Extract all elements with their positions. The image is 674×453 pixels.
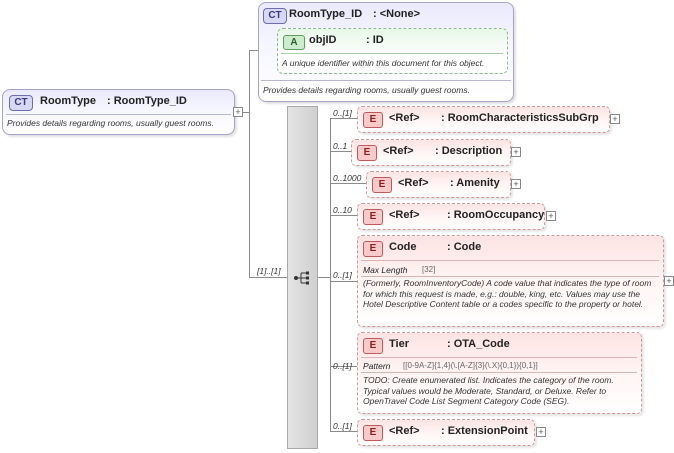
- element-ref: <Ref>: [389, 112, 420, 124]
- complex-type-name: RoomType_ID: [289, 8, 363, 20]
- connector-to-complex-type: [249, 50, 258, 51]
- expand-icon[interactable]: +: [511, 147, 521, 157]
- element-name: Code: [389, 241, 417, 253]
- element-name: Tier: [389, 338, 409, 350]
- connector-to-sequence: [249, 277, 287, 278]
- element-box[interactable]: E <Ref> : Amenity: [366, 171, 511, 198]
- sequence-bar[interactable]: [287, 106, 318, 449]
- element-ref: <Ref>: [389, 425, 420, 437]
- element-icon: E: [363, 209, 383, 225]
- element-box[interactable]: E Code : Code Max Length [32] (Formerly,…: [357, 235, 664, 327]
- root-type-description: Provides details regarding rooms, usuall…: [7, 118, 214, 128]
- element-ref: <Ref>: [398, 177, 429, 189]
- divider: [361, 372, 637, 373]
- attribute-description: A unique identifier within this document…: [282, 58, 485, 68]
- element-cardinality: 0..1: [333, 141, 348, 151]
- attribute-box[interactable]: A objID : ID A unique identifier within …: [277, 28, 508, 74]
- element-type: : RoomCharacteristicsSubGrp: [441, 112, 599, 124]
- element-icon: E: [363, 112, 383, 128]
- element-icon: E: [363, 425, 383, 441]
- connector-element: [330, 366, 357, 367]
- complex-type-icon: CT: [263, 8, 287, 24]
- connector-elements-vertical: [330, 118, 331, 432]
- connector-element: [330, 151, 351, 152]
- expand-icon[interactable]: +: [536, 427, 546, 437]
- element-description: TODO: Create enumerated list. Indicates …: [363, 375, 614, 406]
- connector-element: [330, 183, 366, 184]
- element-box[interactable]: E Tier : OTA_Code Pattern [[0-9A-Z]{1,4}…: [357, 332, 642, 414]
- divider: [261, 80, 511, 81]
- divider: [6, 114, 231, 115]
- element-type: : ExtensionPoint: [441, 425, 528, 437]
- element-box[interactable]: E <Ref> : RoomCharacteristicsSubGrp: [357, 106, 610, 133]
- element-type: : OTA_Code: [447, 338, 510, 350]
- expand-icon[interactable]: +: [233, 107, 243, 117]
- element-box[interactable]: E <Ref> : ExtensionPoint: [357, 419, 535, 446]
- element-description: (Formerly, RoomInventoryCode) A code val…: [363, 278, 652, 309]
- facet-value: [32]: [422, 265, 436, 274]
- root-type-box[interactable]: CT RoomType : RoomType_ID Provides detai…: [2, 89, 235, 135]
- attribute-name: objID: [309, 34, 337, 46]
- element-icon: E: [363, 241, 383, 257]
- divider: [361, 260, 659, 261]
- element-icon: E: [357, 145, 377, 161]
- facet-value: [[0-9A-Z]{1,4}(\.[A-Z]{3}(\.X){0,1}){0,1…: [403, 361, 538, 370]
- connector-element: [330, 431, 357, 432]
- element-box[interactable]: E <Ref> : Description: [351, 139, 511, 166]
- element-cardinality: 0..1000: [333, 173, 362, 183]
- element-type: : Description: [435, 145, 503, 157]
- expand-icon[interactable]: +: [610, 114, 620, 124]
- divider: [361, 357, 637, 358]
- connector-element: [330, 215, 357, 216]
- complex-type-icon: CT: [9, 95, 33, 111]
- element-type: : Code: [447, 241, 482, 253]
- expand-icon[interactable]: +: [546, 211, 556, 221]
- facet-label: Pattern: [363, 361, 391, 371]
- element-icon: E: [363, 338, 383, 354]
- facet-label: Max Length: [363, 265, 408, 275]
- element-cardinality: 0..[1]: [333, 270, 352, 280]
- element-cardinality: 0..[1]: [333, 108, 352, 118]
- divider: [281, 53, 503, 54]
- expand-icon[interactable]: +: [664, 276, 674, 286]
- root-type-name: RoomType: [40, 95, 97, 107]
- element-box[interactable]: E <Ref> : RoomOccupancy: [357, 203, 545, 230]
- connector-element: [330, 281, 357, 282]
- connector-sequence-out: [316, 277, 330, 278]
- divider: [361, 276, 659, 277]
- element-type: : RoomOccupancy: [447, 209, 545, 221]
- element-cardinality: 0..[1]: [333, 361, 352, 371]
- complex-type-description: Provides details regarding rooms, usuall…: [263, 85, 470, 95]
- root-type-type: : RoomType_ID: [107, 95, 187, 107]
- element-type: : Amenity: [450, 177, 500, 189]
- complex-type-box[interactable]: CT RoomType_ID : <None> A objID : ID A u…: [258, 2, 514, 102]
- attribute-type: : ID: [366, 34, 384, 46]
- element-ref: <Ref>: [389, 209, 420, 221]
- attribute-icon: A: [283, 35, 305, 50]
- element-cardinality: 0..[1]: [333, 421, 352, 431]
- connector-element: [330, 118, 357, 119]
- complex-type-base: : <None>: [373, 8, 421, 20]
- expand-icon[interactable]: +: [511, 179, 521, 189]
- element-ref: <Ref>: [383, 145, 414, 157]
- connector-root-vertical: [249, 50, 250, 277]
- sequence-icon: [294, 271, 309, 285]
- element-cardinality: 0..10: [333, 205, 352, 215]
- element-icon: E: [372, 177, 392, 193]
- sequence-cardinality: [1]..[1]: [257, 266, 281, 276]
